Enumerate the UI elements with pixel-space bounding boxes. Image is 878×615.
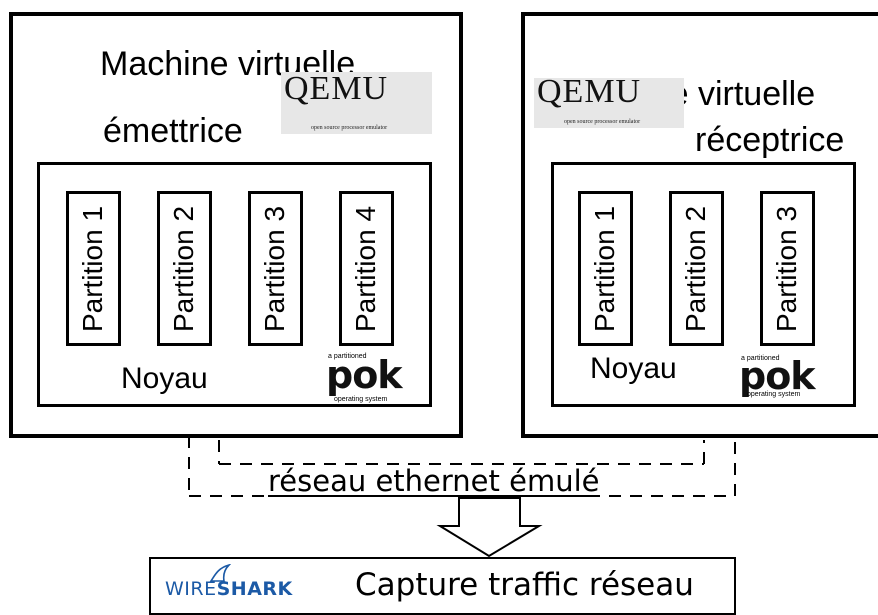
qemu-logo-name: QEMU [537, 78, 642, 110]
wireshark-logo-bold: SHARK [216, 578, 293, 600]
network-label: réseau ethernet émulé [268, 464, 600, 498]
capture-label: Capture traffic réseau [355, 567, 694, 603]
partition-receiver-1: Partition 1 [578, 191, 633, 346]
pok-logo-bottom-text: operating system [334, 396, 388, 403]
pok-logo-name: pok [326, 353, 403, 397]
partition-sender-1: Partition 1 [66, 191, 121, 346]
pok-logo-top-text: a partitioned [741, 355, 780, 362]
partition-receiver-2: Partition 2 [669, 191, 724, 346]
partition-sender-2: Partition 2 [157, 191, 212, 346]
shark-fin-icon [209, 564, 231, 582]
partition-label: Partition 4 [350, 205, 382, 332]
pok-logo-name: pok [739, 354, 816, 398]
partition-label: Partition 2 [168, 205, 200, 332]
qemu-logo-tagline: open source processor emulator [311, 125, 388, 131]
pok-logo-top-text: a partitioned [328, 353, 367, 360]
qemu-logo-name: QEMU [284, 72, 389, 107]
partition-label: Partition 2 [680, 205, 712, 332]
down-arrow [436, 497, 543, 558]
qemu-logo-sender: QEMU open source processor emulator [281, 72, 432, 134]
partition-receiver-3: Partition 3 [760, 191, 815, 346]
vm-sender-title-line2: émettrice [103, 112, 243, 150]
qemu-logo-tagline: open source processor emulator [564, 119, 641, 125]
partition-sender-3: Partition 3 [248, 191, 303, 346]
wireshark-logo-light: WIRE [165, 578, 217, 600]
kernel-sender-label: Noyau [121, 362, 208, 395]
pok-logo-bottom-text: operating system [747, 391, 801, 398]
pok-logo-sender: a partitioned pok operating system [322, 353, 412, 403]
partition-sender-4: Partition 4 [339, 191, 394, 346]
partition-label: Partition 3 [259, 205, 291, 332]
partition-label: Partition 1 [77, 205, 109, 332]
qemu-logo-receiver: QEMU open source processor emulator [534, 78, 684, 128]
partition-label: Partition 1 [589, 205, 621, 332]
pok-logo-receiver: a partitioned pok operating system [735, 352, 825, 402]
partition-label: Partition 3 [771, 205, 803, 332]
capture-box [149, 557, 736, 615]
wireshark-logo: WIRESHARK [165, 564, 293, 600]
kernel-receiver-label: Noyau [590, 352, 677, 385]
vm-receiver-title-line2: réceptrice [695, 121, 845, 159]
